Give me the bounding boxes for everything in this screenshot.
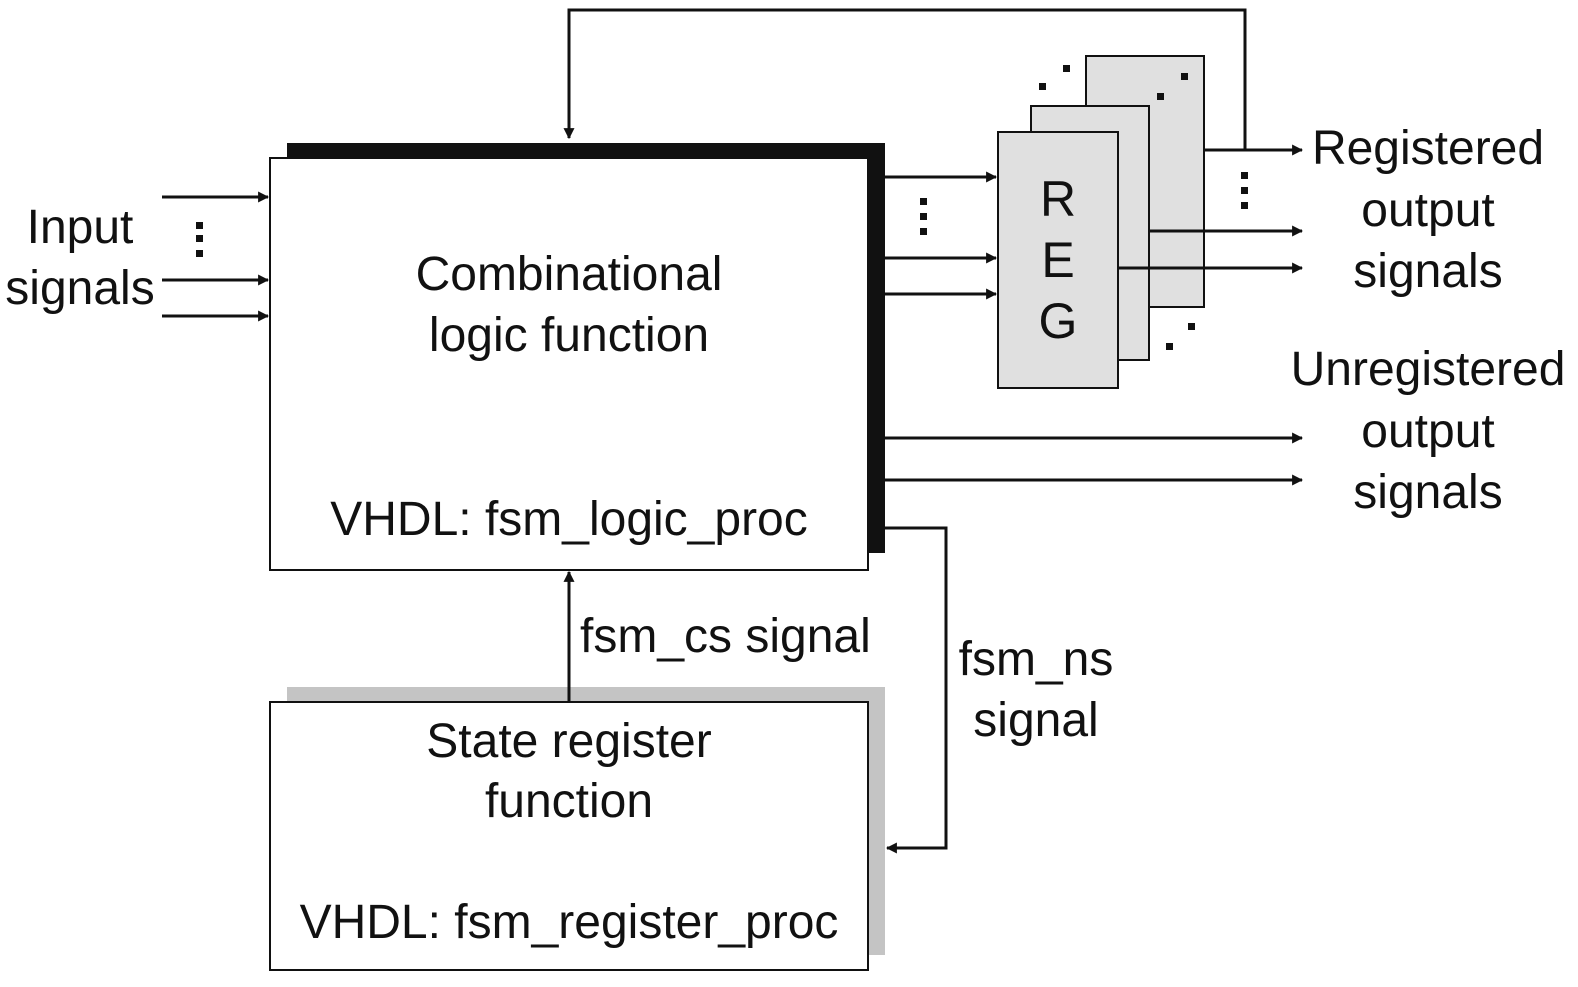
input-ellipsis-dot	[196, 222, 203, 229]
combinational-block-box	[269, 157, 869, 571]
registered-label-line3: signals	[1353, 245, 1502, 298]
to-register-arrows	[885, 171, 998, 300]
input-arrows	[162, 191, 270, 322]
unregistered-output-arrows	[885, 432, 1304, 486]
state-title-line2: function	[485, 775, 653, 828]
register-input-ellipsis-dot	[920, 213, 927, 220]
register-bank: R E G	[997, 55, 1205, 389]
fsm-ns-label-line2: signal	[973, 694, 1098, 747]
stack-dot	[1188, 323, 1195, 330]
combinational-title-line2: logic function	[429, 309, 709, 362]
register-input-ellipsis-dot	[920, 228, 927, 235]
stack-dot	[1181, 73, 1188, 80]
register-letter-g: G	[1039, 293, 1078, 349]
stack-dot	[1063, 65, 1070, 72]
registered-label-line1: Registered	[1312, 122, 1544, 175]
register-front	[997, 131, 1119, 389]
input-signals-label-line2: signals	[5, 262, 154, 315]
register-input-ellipsis-dot	[920, 198, 927, 205]
register-letter-r: R	[1040, 171, 1076, 227]
state-block-box	[269, 701, 869, 971]
registered-label-line2: output	[1361, 184, 1494, 237]
fsm-ns-path	[885, 526, 948, 854]
state-register-block: State register function VHDL: fsm_regist…	[269, 687, 885, 971]
registered-output-arrows	[1118, 144, 1304, 274]
combinational-vhdl-label: VHDL: fsm_logic_proc	[330, 493, 808, 546]
unregistered-label-line3: signals	[1353, 466, 1502, 519]
stack-dot	[1157, 93, 1164, 100]
output-ellipsis-dot	[1241, 202, 1248, 209]
combinational-logic-block: Combinational logic function VHDL: fsm_l…	[269, 143, 885, 571]
feedback-loop	[563, 8, 1247, 150]
stack-dot	[1166, 343, 1173, 350]
unregistered-label-line2: output	[1361, 405, 1494, 458]
register-letter-e: E	[1041, 232, 1074, 288]
output-ellipsis-dot	[1241, 187, 1248, 194]
combinational-title-line1: Combinational	[416, 248, 723, 301]
state-title-line1: State register	[426, 715, 711, 768]
stack-dot	[1039, 83, 1046, 90]
input-ellipsis-dot	[196, 250, 203, 257]
state-vhdl-label: VHDL: fsm_register_proc	[300, 896, 839, 949]
output-ellipsis-dot	[1241, 172, 1248, 179]
feedback-arrow	[563, 8, 1247, 150]
fsm-ns-arrow	[885, 526, 948, 854]
unregistered-label-line1: Unregistered	[1291, 343, 1566, 396]
input-signals-label-line1: Input	[27, 201, 134, 254]
input-ellipsis-dot	[196, 235, 203, 242]
fsm-cs-label: fsm_cs signal	[580, 610, 871, 663]
fsm-ns-label-line1: fsm_ns	[959, 633, 1114, 686]
